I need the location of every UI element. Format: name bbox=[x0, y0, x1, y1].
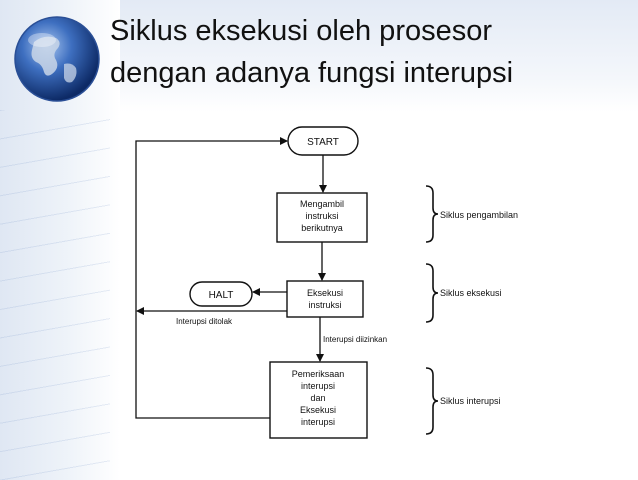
interrupt-node-label-3: dan bbox=[310, 393, 325, 403]
brace-interrupt bbox=[425, 367, 439, 435]
interrupt-node-label-2: interupsi bbox=[301, 381, 335, 391]
edge-allowed-label: Interupsi diizinkan bbox=[323, 335, 387, 344]
edge-loop-back bbox=[135, 137, 288, 419]
fetch-node bbox=[276, 192, 368, 243]
slide-title-line1: Siklus eksekusi oleh prosesor bbox=[110, 15, 493, 47]
fetch-node-label-2: instruksi bbox=[305, 211, 338, 221]
phase-fetch-label: Siklus pengambilan bbox=[440, 210, 518, 220]
brace-execute bbox=[425, 263, 439, 323]
phase-execute-label: Siklus eksekusi bbox=[440, 288, 502, 298]
fetch-node-label-3: berikutnya bbox=[301, 223, 343, 233]
execute-node bbox=[286, 280, 364, 318]
start-node-label: START bbox=[307, 137, 339, 148]
interrupt-node-label-5: interupsi bbox=[301, 417, 335, 427]
execute-node-label-1: Eksekusi bbox=[307, 288, 343, 298]
interrupt-node-label-4: Eksekusi bbox=[300, 405, 336, 415]
halt-node-label: HALT bbox=[209, 290, 234, 301]
fetch-node-label-1: Mengambil bbox=[300, 199, 344, 209]
interrupt-node-label-1: Pemeriksaan bbox=[292, 369, 345, 379]
slide-title-line2: dengan adanya fungsi interupsi bbox=[110, 57, 514, 89]
phase-interrupt-label: Siklus interupsi bbox=[440, 396, 501, 406]
execute-node-label-2: instruksi bbox=[308, 300, 341, 310]
globe-icon bbox=[14, 16, 100, 102]
slide-title: Siklus eksekusi oleh prosesor dengan ada… bbox=[110, 10, 513, 94]
edge-rejected-label: Interupsi ditolak bbox=[176, 317, 233, 326]
brace-fetch bbox=[425, 185, 439, 243]
background-grid bbox=[0, 110, 110, 480]
interrupt-node bbox=[269, 361, 368, 439]
